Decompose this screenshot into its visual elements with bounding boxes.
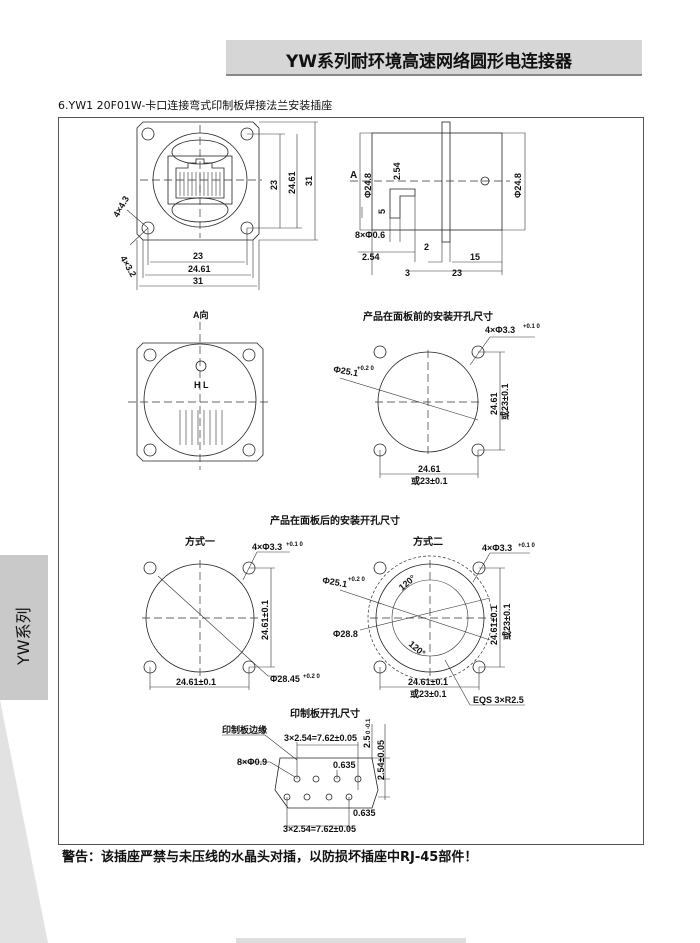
dia-dim: Φ25.1	[333, 364, 359, 378]
section-heading: 印制板开孔尺寸	[290, 707, 360, 720]
svg-text:+0.1 0: +0.1 0	[286, 542, 304, 548]
dim-text: 8×Φ0.6	[355, 230, 385, 240]
svg-text:8×Φ0.9: 8×Φ0.9	[237, 757, 267, 767]
page-title: YW系列耐环境高速网络圆形电连接器	[286, 52, 573, 72]
svg-text:方式一: 方式一	[185, 535, 215, 548]
svg-text:24.61±0.1: 24.61±0.1	[489, 605, 499, 645]
svg-text:3×2.54=7.62±0.05: 3×2.54=7.62±0.05	[284, 733, 357, 743]
section-subtitle: 6.YW1 20F01W-卡口连接弯式印制板焊接法兰安装插座	[58, 99, 333, 112]
svg-text:24.61±0.1: 24.61±0.1	[176, 677, 216, 687]
dim-text: 2	[424, 242, 429, 252]
svg-text:2.5: 2.5	[362, 735, 372, 748]
svg-text:4×Φ3.3: 4×Φ3.3	[482, 543, 512, 553]
dim-text: 4×3.2	[118, 254, 138, 279]
svg-text:印制板边缘: 印制板边缘	[222, 724, 267, 735]
warning-text: 警告：该插座严禁与未压线的水晶头对插，以防损坏插座中RJ-45部件！	[62, 850, 478, 865]
svg-text:24.61±0.1: 24.61±0.1	[260, 600, 270, 640]
svg-text:或23±0.1: 或23±0.1	[501, 604, 512, 640]
svg-text:+0.2 0: +0.2 0	[348, 577, 366, 583]
side-tab: YW系列	[0, 555, 48, 700]
svg-text:24.61±0.1: 24.61±0.1	[408, 677, 448, 687]
svg-text:24.61: 24.61	[489, 392, 499, 415]
dim-text: 24.61	[287, 171, 297, 194]
dim-text: 23	[452, 268, 462, 278]
svg-text:或23±0.1: 或23±0.1	[499, 384, 510, 420]
dim-text: Φ24.8	[513, 173, 523, 198]
dim-text: 2.54	[362, 252, 380, 262]
rear-cutout: 产品在面板后的安装开孔尺寸 方式一 4×Φ3.3 +0.1 0 24.61±0.…	[142, 514, 536, 706]
svg-text:+0.1 0: +0.1 0	[523, 324, 541, 330]
svg-text:0 -0.1: 0 -0.1	[366, 718, 372, 734]
dim-text: 31	[193, 276, 203, 286]
pin-marking: H L	[194, 380, 209, 390]
svg-text:或23±0.1: 或23±0.1	[410, 688, 446, 699]
section-heading: 产品在面板前的安装开孔尺寸	[363, 310, 493, 323]
a-view: A向 H L	[128, 309, 272, 470]
svg-text:Φ25.1: Φ25.1	[322, 575, 348, 589]
dim-text: Φ24.8	[363, 173, 373, 198]
dim-text: 3	[405, 268, 410, 278]
svg-text:2.54±0.05: 2.54±0.05	[376, 740, 386, 780]
svg-text:0.635: 0.635	[333, 760, 356, 770]
front-view: 23 24.61 31 23 24.61 31 4×4.3 4×3.2	[111, 121, 318, 290]
view-a-label: A	[350, 170, 357, 181]
svg-text:24.61: 24.61	[418, 464, 441, 474]
holes-dim: 4×Φ3.3	[485, 325, 515, 335]
header-bar: YW系列耐环境高速网络圆形电连接器	[226, 40, 642, 76]
view-title: A向	[193, 309, 209, 320]
section-heading: 产品在面板后的安装开孔尺寸	[270, 514, 400, 527]
svg-text:+0.2 0: +0.2 0	[357, 366, 375, 372]
dim-text: 5	[377, 209, 387, 214]
dim-text: 2.54	[392, 162, 402, 180]
svg-text:方式二: 方式二	[413, 535, 443, 548]
svg-text:4×Φ3.3: 4×Φ3.3	[252, 542, 282, 552]
dim-text: 4×4.3	[111, 194, 131, 219]
dim-text: 31	[304, 176, 314, 186]
svg-text:EQS 3×R2.5: EQS 3×R2.5	[473, 695, 524, 705]
svg-text:或23±0.1: 或23±0.1	[411, 475, 447, 486]
dim-text: 23	[269, 180, 279, 190]
svg-text:Φ28.45: Φ28.45	[270, 674, 300, 684]
svg-text:3×2.54=7.62±0.05: 3×2.54=7.62±0.05	[283, 824, 356, 834]
dim-text: 23	[193, 251, 203, 261]
svg-text:+0.1 0: +0.1 0	[518, 543, 536, 549]
side-decoration	[0, 700, 48, 943]
svg-text:Φ28.8: Φ28.8	[333, 629, 358, 639]
svg-text:120°: 120°	[397, 573, 418, 593]
svg-text:+0.2 0: +0.2 0	[303, 674, 321, 680]
side-view: A Φ24.8 2.54 5 8×Φ0.6 2.54 3 2 15 23 Φ24…	[350, 121, 526, 278]
pcb-cutout: 印制板开孔尺寸 印制板边缘 3×2.54=7.62±0.05 8×Φ0.9 0.…	[222, 707, 390, 834]
svg-text:0.635: 0.635	[353, 808, 376, 818]
dim-text: 15	[470, 252, 480, 262]
front-cutout: 产品在面板前的安装开孔尺寸 4×Φ3.3 +0.1 0 Φ25.1 +0.2 0…	[333, 310, 541, 486]
footer-bar	[236, 938, 466, 943]
drawing-frame	[58, 117, 644, 845]
dim-text: 24.61	[188, 264, 211, 274]
